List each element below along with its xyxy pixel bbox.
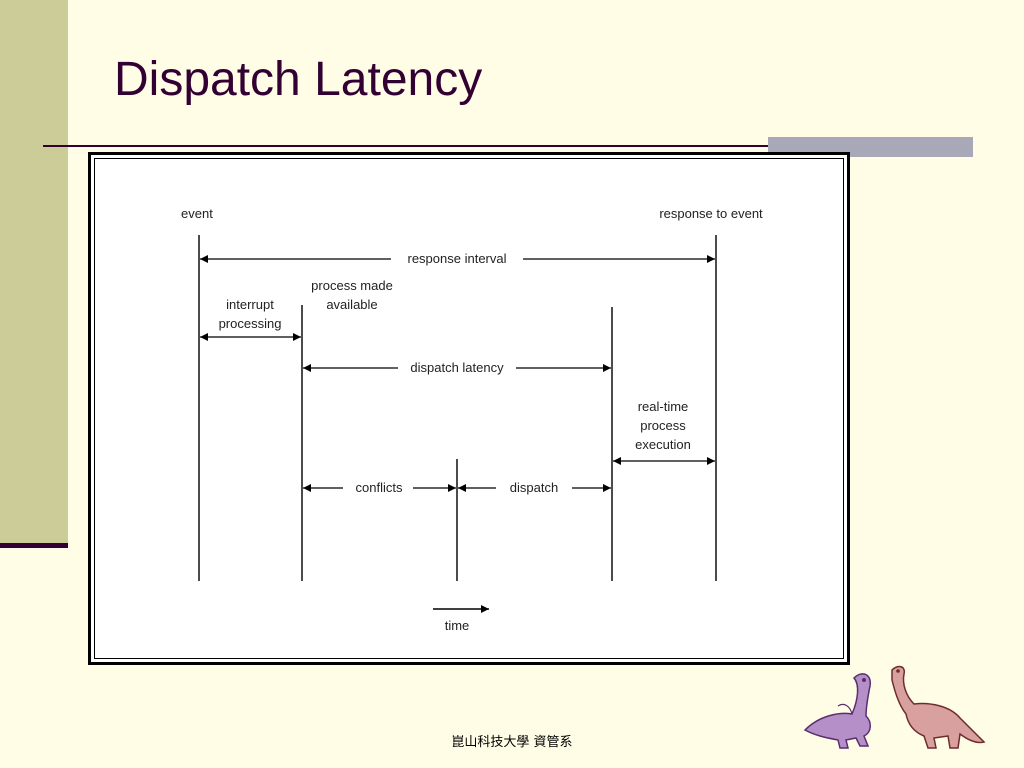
diagram-inner-border: [94, 158, 844, 659]
slide-title: Dispatch Latency: [114, 53, 483, 106]
process-made-available-label-2: available: [326, 297, 377, 312]
dinosaur-icon: [803, 665, 986, 749]
dispatch-label: dispatch: [510, 480, 558, 495]
left-bar-accent: [0, 543, 68, 548]
response-to-event-label: response to event: [659, 206, 763, 221]
response-interval-label: response interval: [408, 251, 507, 266]
slide-footer: 崑山科技大學 資管系: [451, 735, 573, 750]
interrupt-processing-label-2: processing: [219, 316, 282, 331]
event-label: event: [181, 206, 213, 221]
process-made-available-label-1: process made: [311, 278, 393, 293]
realtime-label-2: process: [640, 418, 686, 433]
dispatch-latency-label: dispatch latency: [410, 360, 504, 375]
purple-dinosaur-icon: [803, 673, 871, 749]
conflicts-label: conflicts: [356, 480, 403, 495]
realtime-label-1: real-time: [638, 399, 689, 414]
title-rule: [43, 145, 973, 147]
interrupt-processing-label-1: interrupt: [226, 297, 274, 312]
time-label: time: [445, 618, 470, 633]
left-sidebar-bar: [0, 0, 68, 545]
pink-dinosaur-icon: [891, 665, 986, 749]
diagram-frame: event response to event response interva…: [88, 152, 850, 665]
dispatch-latency-diagram: event response to event response interva…: [181, 206, 763, 633]
realtime-label-3: execution: [635, 437, 691, 452]
